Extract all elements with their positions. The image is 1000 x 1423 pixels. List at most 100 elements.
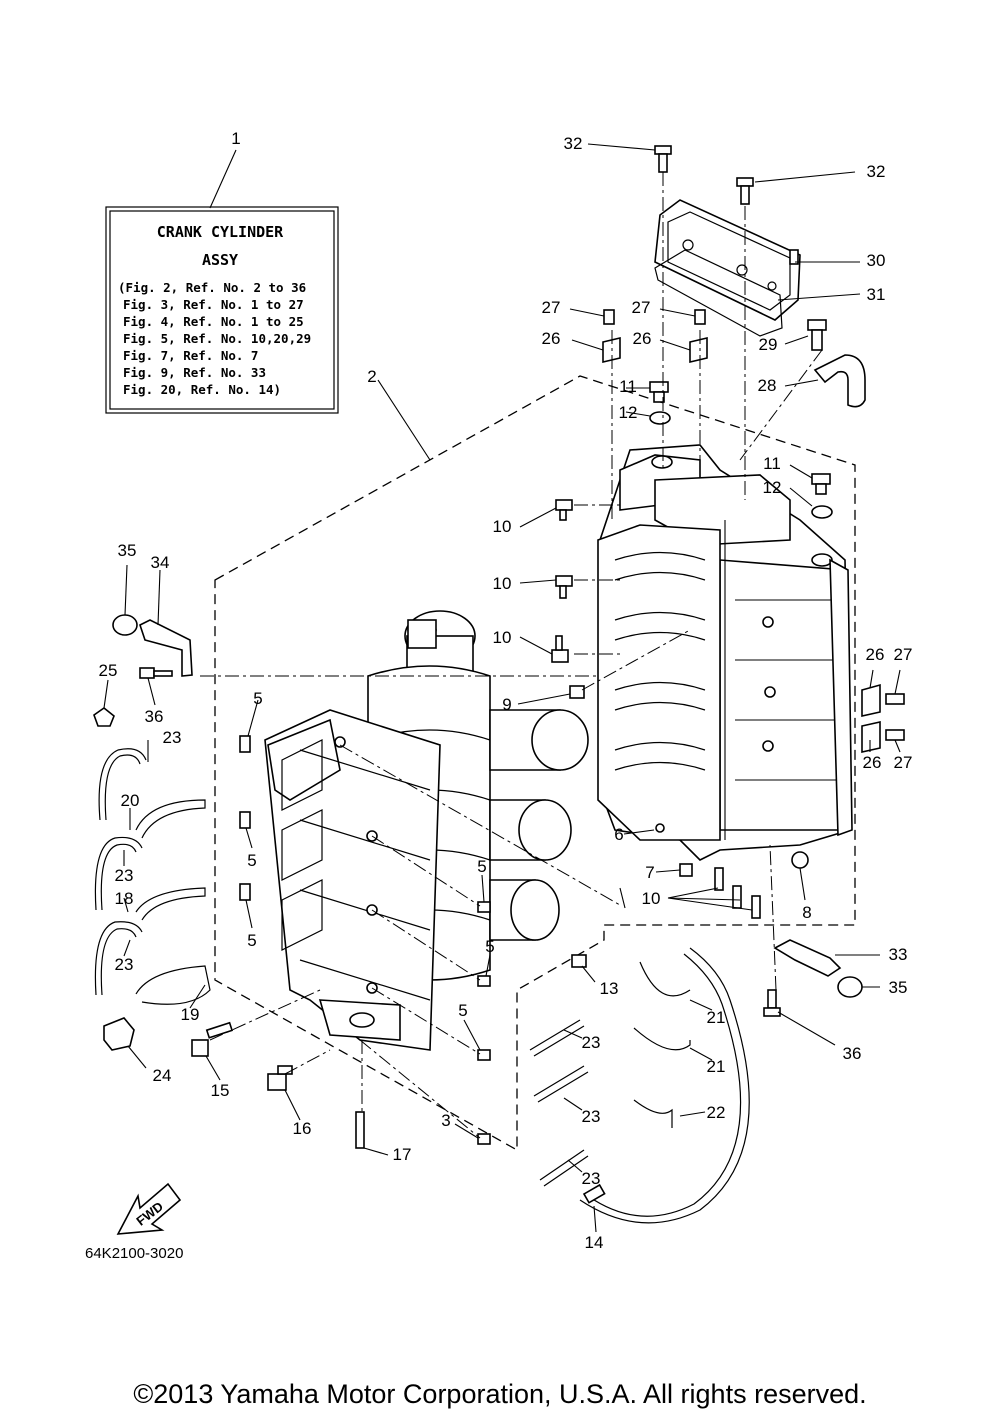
callout-10: 10 bbox=[493, 517, 512, 536]
copyright-notice: ©2013 Yamaha Motor Corporation, U.S.A. A… bbox=[133, 1379, 867, 1409]
drawing-number: 64K2100-3020 bbox=[85, 1245, 183, 1262]
callout-35: 35 bbox=[889, 978, 908, 997]
callout-35: 35 bbox=[118, 541, 137, 560]
callout-22: 22 bbox=[707, 1103, 726, 1122]
arm-33 bbox=[773, 939, 842, 977]
pin-6 bbox=[655, 823, 665, 833]
callout-5: 5 bbox=[485, 937, 494, 956]
crankcase bbox=[264, 709, 441, 1051]
callout-36: 36 bbox=[843, 1044, 862, 1063]
callout-26: 26 bbox=[633, 329, 652, 348]
callout-18: 18 bbox=[115, 889, 134, 908]
callout-5: 5 bbox=[477, 857, 486, 876]
clip-25 bbox=[93, 707, 115, 727]
callout-8: 8 bbox=[802, 903, 811, 922]
screw-27 bbox=[603, 309, 615, 325]
callout-36: 36 bbox=[145, 707, 164, 726]
callout-23: 23 bbox=[582, 1033, 601, 1052]
bolt-15 bbox=[191, 1021, 234, 1057]
callout-21: 21 bbox=[707, 1008, 726, 1027]
seal-8 bbox=[791, 851, 809, 869]
bolt-36 bbox=[139, 667, 173, 679]
callout-12: 12 bbox=[763, 478, 782, 497]
assembly-ref-line: Fig. 5, Ref. No. 10,20,29 bbox=[123, 331, 311, 346]
callout-33: 33 bbox=[889, 945, 908, 964]
callout-27: 27 bbox=[632, 298, 651, 317]
washer-12 bbox=[811, 505, 833, 519]
cylinder-block bbox=[597, 444, 853, 861]
bolt-29 bbox=[807, 319, 827, 351]
callout-21: 21 bbox=[707, 1057, 726, 1076]
callout-13: 13 bbox=[600, 979, 619, 998]
callout-32: 32 bbox=[564, 134, 583, 153]
callout-12: 12 bbox=[619, 403, 638, 422]
screw-27 bbox=[885, 693, 905, 705]
plate-26 bbox=[689, 336, 708, 364]
callout-32: 32 bbox=[867, 162, 886, 181]
callout-11: 11 bbox=[619, 377, 637, 396]
callout-23: 23 bbox=[582, 1169, 601, 1188]
alignment-lines bbox=[200, 172, 823, 1139]
fitting-3 bbox=[477, 1133, 491, 1145]
callout-23: 23 bbox=[163, 728, 182, 747]
callout-5: 5 bbox=[458, 1001, 467, 1020]
screw-27 bbox=[885, 729, 905, 741]
assembly-title-line2: ASSY bbox=[202, 251, 238, 269]
plug-11 bbox=[649, 381, 669, 403]
fitting-10 bbox=[714, 867, 761, 919]
fitting-10 bbox=[555, 499, 573, 521]
clamp-28 bbox=[813, 354, 866, 408]
bolt-16 bbox=[267, 1065, 293, 1091]
callout-27: 27 bbox=[542, 298, 561, 317]
screw-27 bbox=[694, 309, 706, 325]
arm-34 bbox=[139, 619, 193, 677]
assembly-ref-line: Fig. 3, Ref. No. 1 to 27 bbox=[123, 297, 304, 312]
callout-23: 23 bbox=[115, 866, 134, 885]
cover-gasket bbox=[654, 249, 783, 337]
hoses bbox=[94, 748, 750, 1224]
plug-11 bbox=[811, 473, 831, 495]
fitting-10 bbox=[555, 575, 573, 599]
fitting-5 bbox=[477, 1049, 491, 1061]
callout-15: 15 bbox=[211, 1081, 230, 1100]
assembly-ref-line: Fig. 9, Ref. No. 33 bbox=[123, 365, 266, 380]
bolt-36 bbox=[763, 989, 781, 1017]
fwd-arrow-icon: FWD bbox=[116, 1182, 182, 1235]
assembly-reference-box: CRANK CYLINDER ASSY (Fig. 2, Ref. No. 2 … bbox=[105, 206, 339, 414]
callout-26: 26 bbox=[863, 753, 882, 772]
fitting-5 bbox=[477, 901, 491, 913]
fitting-10 bbox=[551, 635, 569, 663]
callout-10: 10 bbox=[642, 889, 661, 908]
callout-17: 17 bbox=[393, 1145, 412, 1164]
callout-34: 34 bbox=[151, 553, 170, 572]
callout-1: 1 bbox=[231, 129, 240, 148]
collar-13 bbox=[571, 954, 587, 968]
callout-14: 14 bbox=[585, 1233, 604, 1252]
callout-10: 10 bbox=[493, 628, 512, 647]
stud-17 bbox=[355, 1111, 365, 1149]
callout-30: 30 bbox=[867, 251, 886, 270]
callout-31: 31 bbox=[867, 285, 886, 304]
clip-24 bbox=[103, 1017, 135, 1051]
callout-2: 2 bbox=[367, 367, 376, 386]
plate-26 bbox=[861, 683, 881, 717]
bolt-32 bbox=[736, 177, 754, 205]
assembly-ref-line: Fig. 4, Ref. No. 1 to 25 bbox=[123, 314, 304, 329]
callout-3: 3 bbox=[441, 1111, 450, 1130]
callout-6: 6 bbox=[614, 825, 623, 844]
fitting-5 bbox=[239, 735, 251, 753]
cap-35 bbox=[837, 976, 863, 998]
exhaust-cover bbox=[654, 199, 801, 321]
bushing-9 bbox=[569, 685, 585, 699]
plug-7 bbox=[679, 863, 693, 877]
fitting-5 bbox=[477, 975, 491, 987]
callout-27: 27 bbox=[894, 645, 913, 664]
callout-23: 23 bbox=[582, 1107, 601, 1126]
callout-16: 16 bbox=[293, 1119, 312, 1138]
callout-28: 28 bbox=[758, 376, 777, 395]
assembly-ref-line: (Fig. 2, Ref. No. 2 to 36 bbox=[118, 280, 306, 295]
callout-labels: 1 2 3 5 5 5 5 5 5 6 7 8 9 10 10 10 10 11… bbox=[99, 129, 913, 1252]
assembly-title-line1: CRANK CYLINDER bbox=[157, 223, 284, 241]
callout-19: 19 bbox=[181, 1005, 200, 1024]
